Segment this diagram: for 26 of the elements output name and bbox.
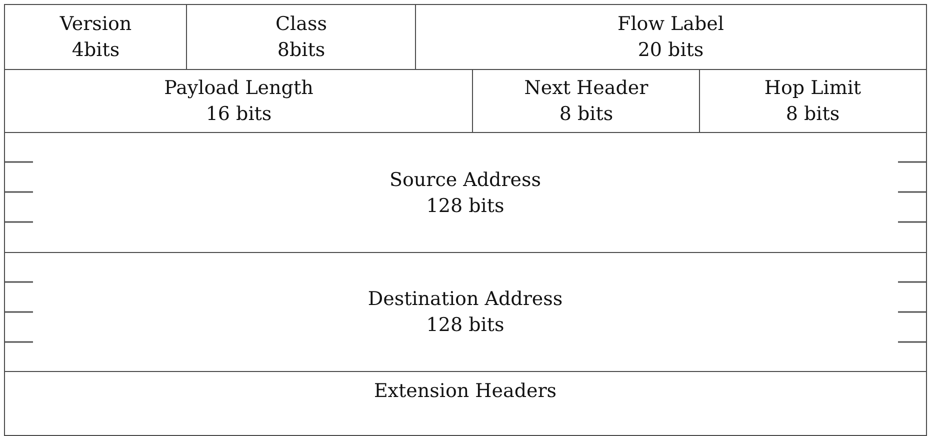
field-name: Class	[276, 12, 327, 38]
header-field	[4, 371, 926, 436]
field-size: 8 bits	[559, 102, 614, 128]
header-field	[4, 69, 474, 134]
header-field	[4, 132, 926, 254]
header-field	[4, 4, 188, 70]
field-name: Destination Address	[368, 287, 563, 312]
field-size: 20 bits	[638, 38, 704, 64]
field-name: Next Header	[524, 76, 648, 102]
field-name: Extension Headers	[374, 379, 557, 404]
field-size: 8bits	[277, 38, 326, 64]
field-name: Version	[60, 12, 132, 38]
field-name: Hop Limit	[764, 76, 862, 102]
field-size: 4bits	[72, 38, 120, 64]
header-field	[472, 69, 700, 134]
header-field	[699, 69, 926, 134]
header-field	[186, 4, 416, 70]
header-field	[415, 4, 926, 70]
field-name: Source Address	[389, 168, 542, 193]
field-name: Payload Length	[164, 76, 314, 102]
field-name: Flow Label	[618, 12, 724, 38]
field-size: 8 bits	[786, 102, 840, 128]
field-size: 128 bits	[426, 194, 504, 219]
field-size: 16 bits	[206, 102, 272, 128]
header-field	[4, 252, 926, 372]
field-size: 128 bits	[426, 313, 504, 338]
